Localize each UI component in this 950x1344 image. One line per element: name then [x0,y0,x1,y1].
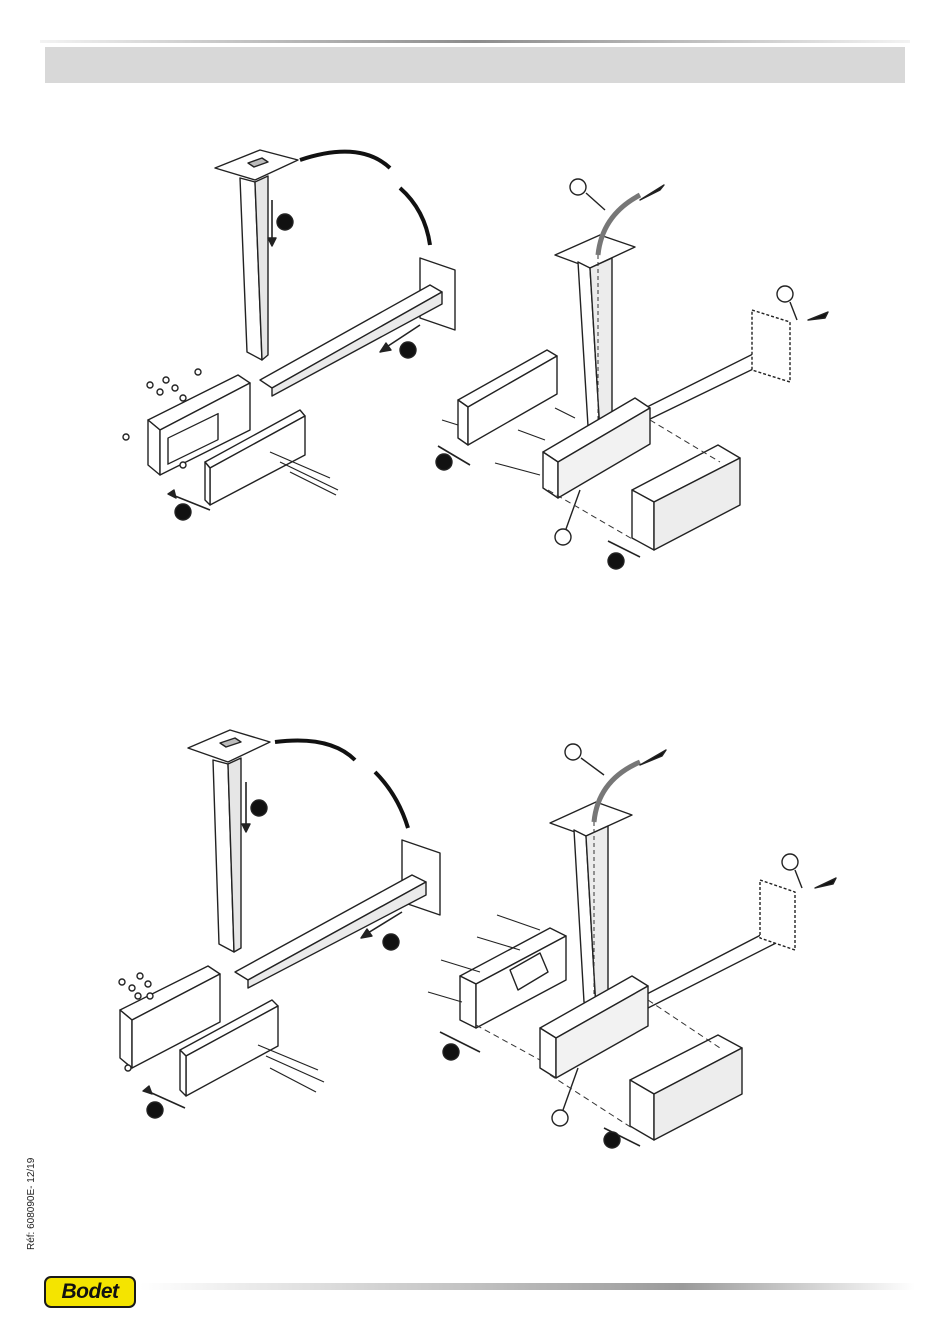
step-marker-4b [443,1044,459,1060]
horizontal-arm [235,840,440,988]
step-marker-4 [436,454,452,470]
mounting-bracket-parts [120,966,278,1096]
logo-text: Bodet [62,1280,119,1304]
label-circle-C [555,529,571,545]
vertical-post [188,730,270,952]
step-marker-1b [251,800,267,816]
step-marker-5 [608,553,624,569]
label-circle-C2 [552,1110,568,1126]
assembly-diagram-top [0,100,950,620]
footer-divider-line [140,1283,915,1290]
label-circle-A [570,179,586,195]
label-circle-B [777,286,793,302]
horizontal-arm [260,258,455,396]
bodet-logo: Bodet [44,1276,136,1308]
top-divider-line [40,40,910,43]
step-marker-3b [147,1102,163,1118]
step-marker-3 [175,504,191,520]
step-marker-5b [604,1132,620,1148]
step-marker-1 [277,214,293,230]
vertical-post [215,150,298,360]
label-circle-A2 [565,744,581,760]
step-marker-2b [383,934,399,950]
assembled-post [555,235,635,432]
mounting-bracket-parts [148,375,305,505]
section-header-bar [45,47,905,83]
assembly-diagram-bottom [0,690,950,1190]
document-reference: Réf: 608090E- 12/19 [26,1158,37,1250]
step-marker-2 [400,342,416,358]
label-circle-B2 [782,854,798,870]
